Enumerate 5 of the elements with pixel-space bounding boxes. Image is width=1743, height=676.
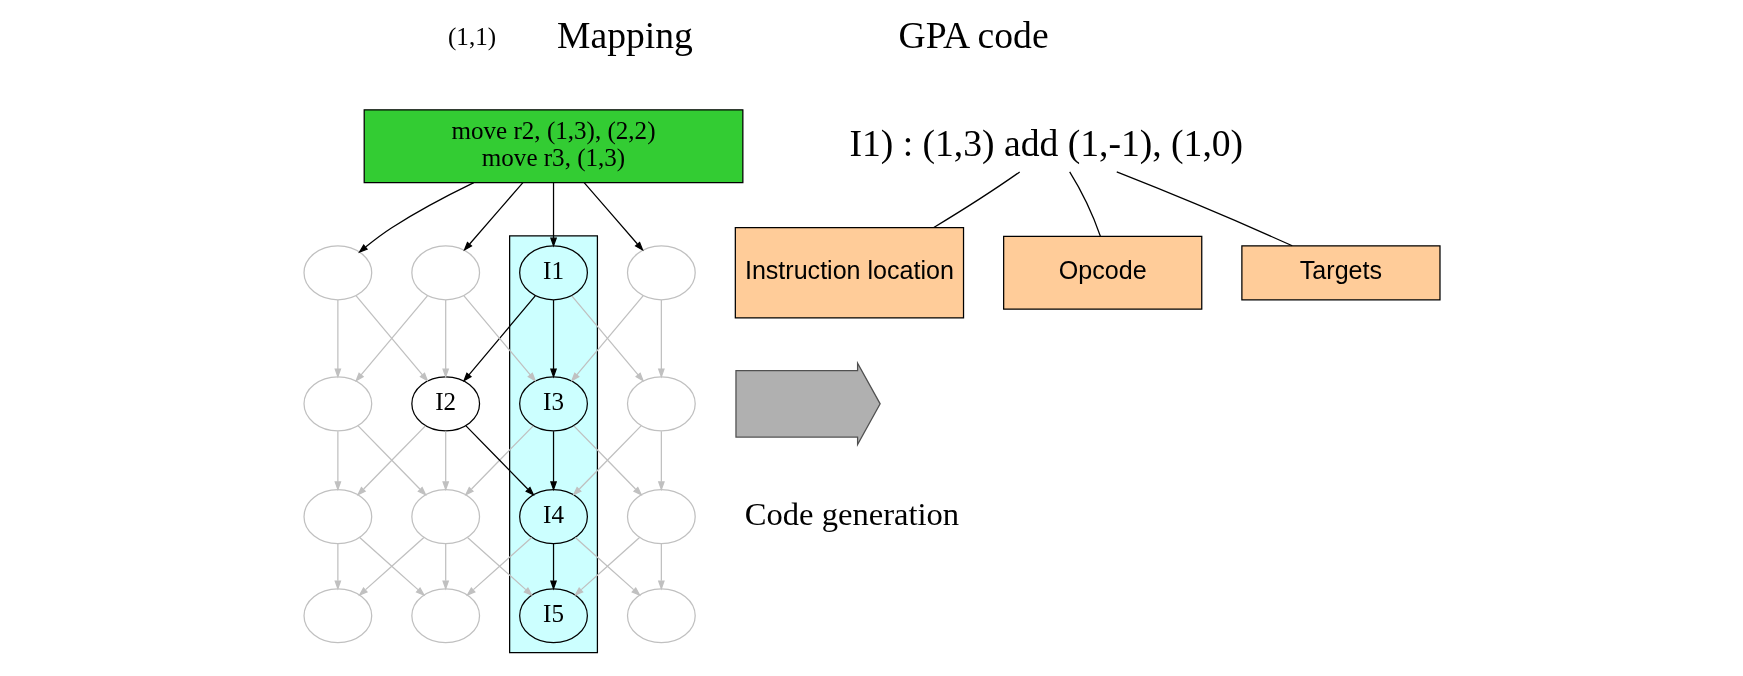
- node-label: Code generation: [744, 495, 959, 532]
- label: Mapping: [556, 14, 693, 57]
- label: GPA code: [898, 14, 1049, 57]
- label: (1,1): [447, 23, 496, 51]
- node-text: I1) : (1,3) add (1,-1), (1,0): [848, 121, 1243, 164]
